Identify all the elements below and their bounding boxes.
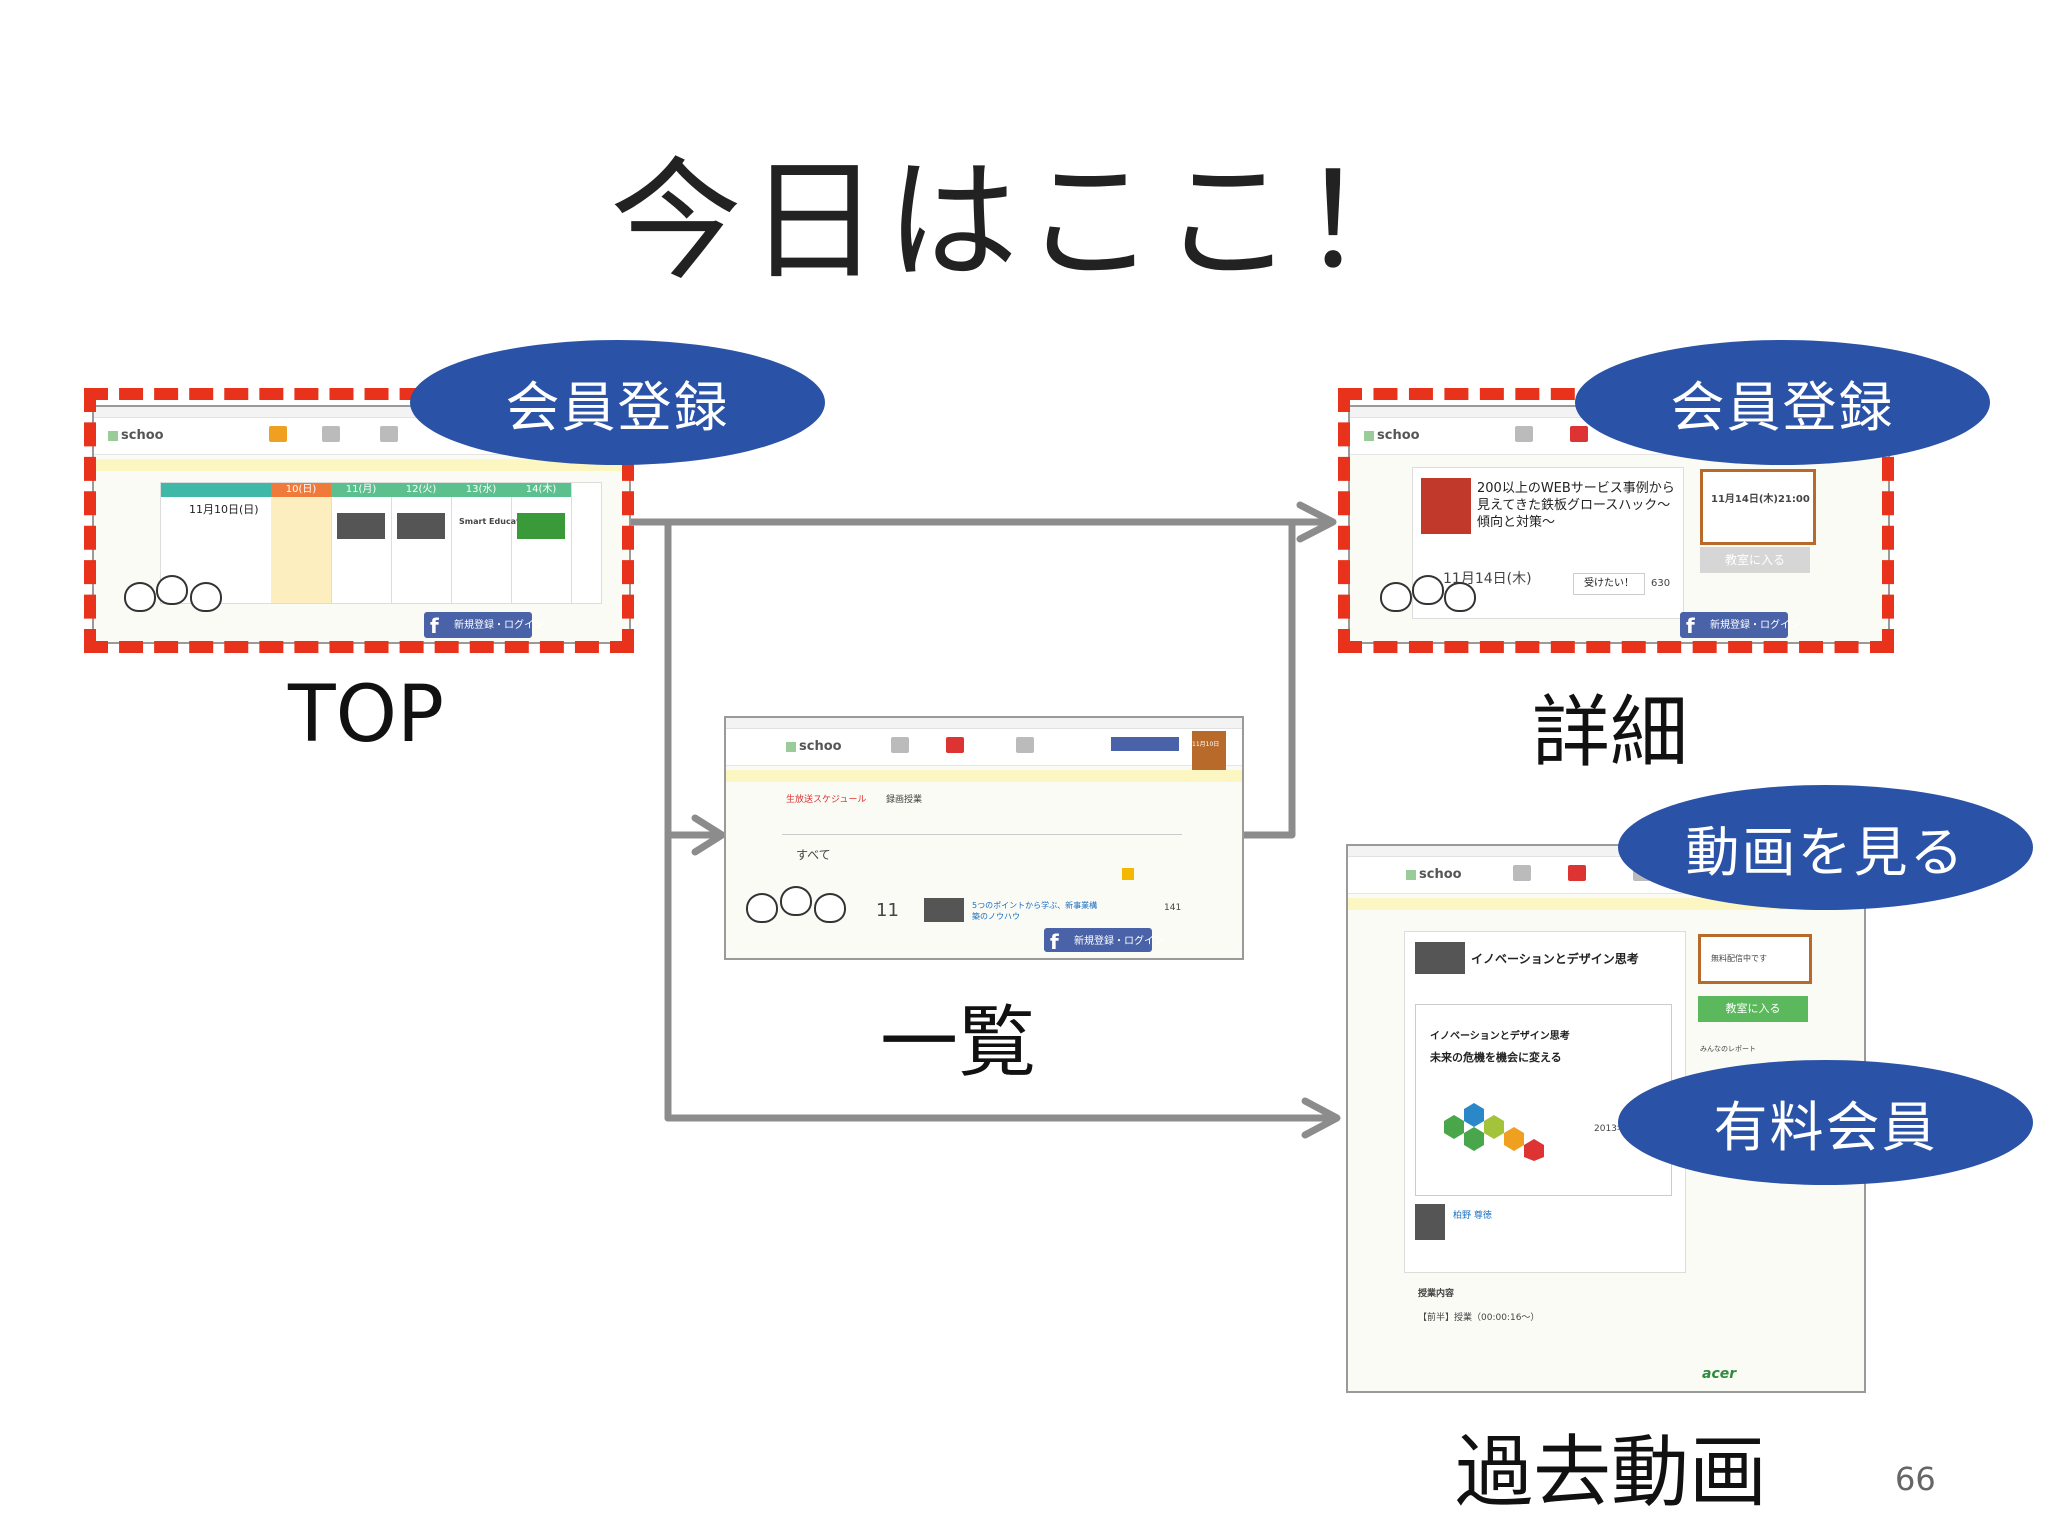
- callout-member-registration-top: 会員登録: [410, 340, 825, 465]
- top-date: 11月10日(日): [189, 503, 259, 516]
- page-number: 66: [1895, 1460, 1936, 1498]
- video-slide[interactable]: イノベーションとデザイン思考 未来の危機を機会に変える 2013年: [1415, 1004, 1672, 1196]
- reports-heading: みんなのレポート: [1700, 1045, 1756, 1053]
- day-tab[interactable]: 14(木): [511, 483, 571, 497]
- enter-classroom-button[interactable]: 教室に入る: [1700, 547, 1810, 573]
- caption-top: TOP: [288, 670, 445, 760]
- arrow-head-past: [1301, 1097, 1341, 1139]
- day-tab[interactable]: 10(日): [271, 483, 331, 497]
- detail-screenshot: schoo 200以上のWEBサービス事例から見えてきた鉄板グロースハック〜傾向…: [1348, 405, 1890, 644]
- day-tab[interactable]: 13(水): [451, 483, 511, 497]
- lesson-title: 200以上のWEBサービス事例から見えてきた鉄板グロースハック〜傾向と対策〜: [1477, 481, 1675, 530]
- cat-mascot-icon: [814, 893, 846, 923]
- cat-mascot-icon: [1412, 575, 1444, 605]
- past-video-screenshot: schoo イノベーションとデザイン思考 イノベーションとデザイン思考 未来の危…: [1346, 844, 1866, 1393]
- tab-live-schedule[interactable]: 生放送スケジュール: [786, 795, 867, 805]
- caption-past-video: 過去動画: [1455, 1428, 1768, 1518]
- list-to-detail: [1236, 518, 1296, 839]
- day-tab[interactable]: 11(月): [331, 483, 391, 497]
- slide-title-line2: 未来の危機を機会に変える: [1430, 1051, 1562, 1064]
- tv-icon: [380, 426, 398, 442]
- search-icon: [946, 737, 964, 753]
- facebook-login-button[interactable]: f 新規登録・ログイン: [424, 612, 544, 638]
- callout-watch-video: 動画を見る: [1618, 785, 2033, 910]
- section-heading: 授業内容: [1418, 1289, 1455, 1299]
- schoo-logo: schoo: [786, 739, 842, 754]
- smart-education-badge: Smart Education: [459, 517, 534, 526]
- cat-mascot-icon: [746, 893, 778, 923]
- list-screenshot: schoo 11月10日 生放送スケジュール 録画授業 すべて 11 5つのポイ…: [724, 716, 1244, 960]
- search-icon: [322, 426, 340, 442]
- lesson-thumbnail: [924, 898, 964, 922]
- acer-logo: acer: [1702, 1366, 1737, 1382]
- callout-member-registration-detail: 会員登録: [1575, 340, 1990, 465]
- first-half-heading: 【前半】授業（00:00:16〜）: [1418, 1313, 1540, 1323]
- search-icon: [1568, 865, 1586, 881]
- caption-detail: 詳細: [1532, 688, 1689, 778]
- search-icon: [1570, 426, 1588, 442]
- lesson-title: イノベーションとデザイン思考: [1471, 952, 1639, 966]
- cat-mascot-icon: [780, 886, 812, 916]
- want-count: 630: [1651, 578, 1671, 589]
- slide-title: 今日はここ！: [610, 145, 1438, 299]
- cat-mascot-icon: [124, 582, 156, 612]
- enter-classroom-button[interactable]: 教室に入る: [1698, 996, 1808, 1022]
- facebook-icon: f: [430, 614, 439, 638]
- time-box: 11月14日(木)21:00: [1700, 469, 1816, 545]
- top-screenshot: schoo 11月10日(日) 10(日) 11(月) 12(火) 13(水) …: [92, 405, 631, 644]
- slide-year: 2013年: [1594, 1124, 1626, 1134]
- presenter-photo: [1415, 1204, 1445, 1240]
- want-button[interactable]: 受けたい！: [1573, 573, 1645, 595]
- lesson-thumbnail: [1415, 942, 1465, 974]
- caption-list: 一覧: [880, 998, 1037, 1088]
- callout-paid-member: 有料会員: [1618, 1060, 2033, 1185]
- date-badge: 11月10日: [1192, 731, 1226, 771]
- facebook-login-button[interactable]: f 新規登録・ログイン: [1680, 612, 1800, 638]
- facebook-icon: f: [1050, 930, 1059, 954]
- day-tab[interactable]: 12(火): [391, 483, 451, 497]
- tab-recorded[interactable]: 録画授業: [886, 795, 923, 805]
- lesson-thumbnail: [1421, 478, 1471, 534]
- home-icon: [269, 426, 287, 442]
- cat-mascot-icon: [156, 575, 188, 605]
- lesson-date: 11: [876, 900, 899, 921]
- pager[interactable]: [1122, 868, 1134, 880]
- schedule-panel: 11月10日(日) 10(日) 11(月) 12(火) 13(水) Smart …: [160, 482, 602, 604]
- home-icon: [891, 737, 909, 753]
- lesson-count: 141: [1164, 903, 1182, 913]
- tv-icon: [1016, 737, 1034, 753]
- cat-mascot-icon: [1380, 582, 1412, 612]
- schoo-logo: schoo: [1364, 428, 1420, 443]
- schoo-logo: schoo: [108, 428, 164, 443]
- arrow-head-detail: [1296, 501, 1337, 543]
- cat-mascot-icon: [1444, 582, 1476, 612]
- facebook-icon: f: [1686, 614, 1695, 638]
- schoo-logo: schoo: [1406, 867, 1462, 882]
- arrow-head-list: [691, 814, 726, 856]
- home-icon: [1513, 865, 1531, 881]
- all-heading: すべて: [796, 848, 831, 862]
- cat-mascot-icon: [190, 582, 222, 612]
- hexagon-graphic: [1444, 1103, 1544, 1161]
- lesson-title[interactable]: 5つのポイントから学ぶ、新事業構築のノウハウ: [972, 901, 1098, 921]
- slide-title-line1: イノベーションとデザイン思考: [1430, 1031, 1570, 1042]
- signup-button[interactable]: [1111, 737, 1179, 751]
- facebook-login-button[interactable]: f 新規登録・ログイン: [1044, 928, 1164, 954]
- home-icon: [1515, 426, 1533, 442]
- presenter-name: 柏野 尊徳: [1453, 1211, 1492, 1221]
- category-tabs: [782, 816, 1182, 835]
- status-box: 無料配信中です: [1698, 934, 1812, 984]
